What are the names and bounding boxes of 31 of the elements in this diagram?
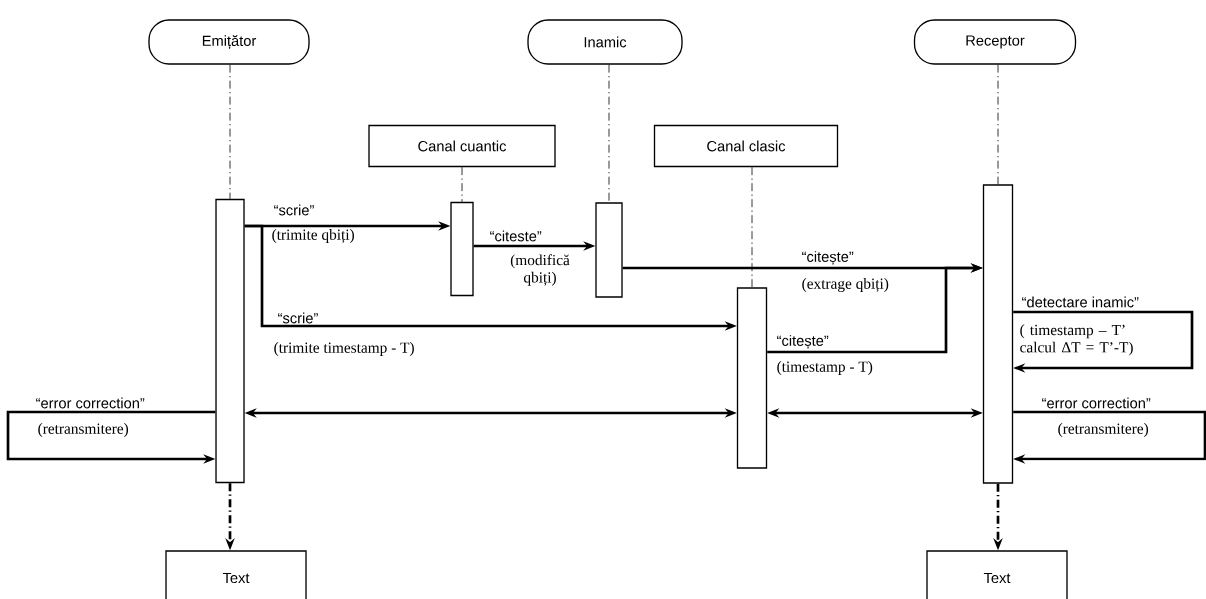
edge-label: “error correction” [36, 397, 145, 409]
activation-bar [736, 287, 768, 469]
lifeline [608, 64, 610, 203]
note-label: (modifică qbiți) [510, 254, 570, 286]
object-box: Canal cuantic [368, 124, 556, 168]
edge-label: “detectare inamic” [1022, 296, 1139, 308]
arrow [1013, 410, 1206, 464]
object-box: Canal clasic [653, 124, 839, 168]
edge-label: “scrie” [278, 312, 318, 324]
edge-label: “citește” [802, 251, 854, 265]
lifeline [229, 64, 231, 200]
edge-label: “scrie” [274, 204, 314, 216]
activation-bar [595, 202, 623, 298]
lifeline-header: Receptor [913, 19, 1077, 65]
edge-label: “error correction” [1042, 397, 1151, 409]
lifeline [997, 64, 999, 185]
activation-bar [450, 201, 474, 297]
object-box: Text [926, 550, 1068, 599]
note-label: (retransmitere) [38, 423, 129, 437]
lifeline-header: Inamic [527, 19, 683, 65]
note-label: (trimite timestamp - T) [274, 342, 414, 356]
object-box: Text [165, 550, 307, 599]
lifeline [461, 166, 463, 203]
edge-label: “citeste” [490, 230, 542, 242]
activation-bar [215, 198, 245, 484]
activation-bar [982, 184, 1014, 484]
lifeline-header: Emițător [148, 19, 310, 65]
edge-label: “citește” [777, 335, 829, 349]
arrow [1013, 310, 1194, 373]
note-label: (retransmitere) [1058, 423, 1149, 437]
note-label: (timestamp - T) [777, 361, 873, 375]
